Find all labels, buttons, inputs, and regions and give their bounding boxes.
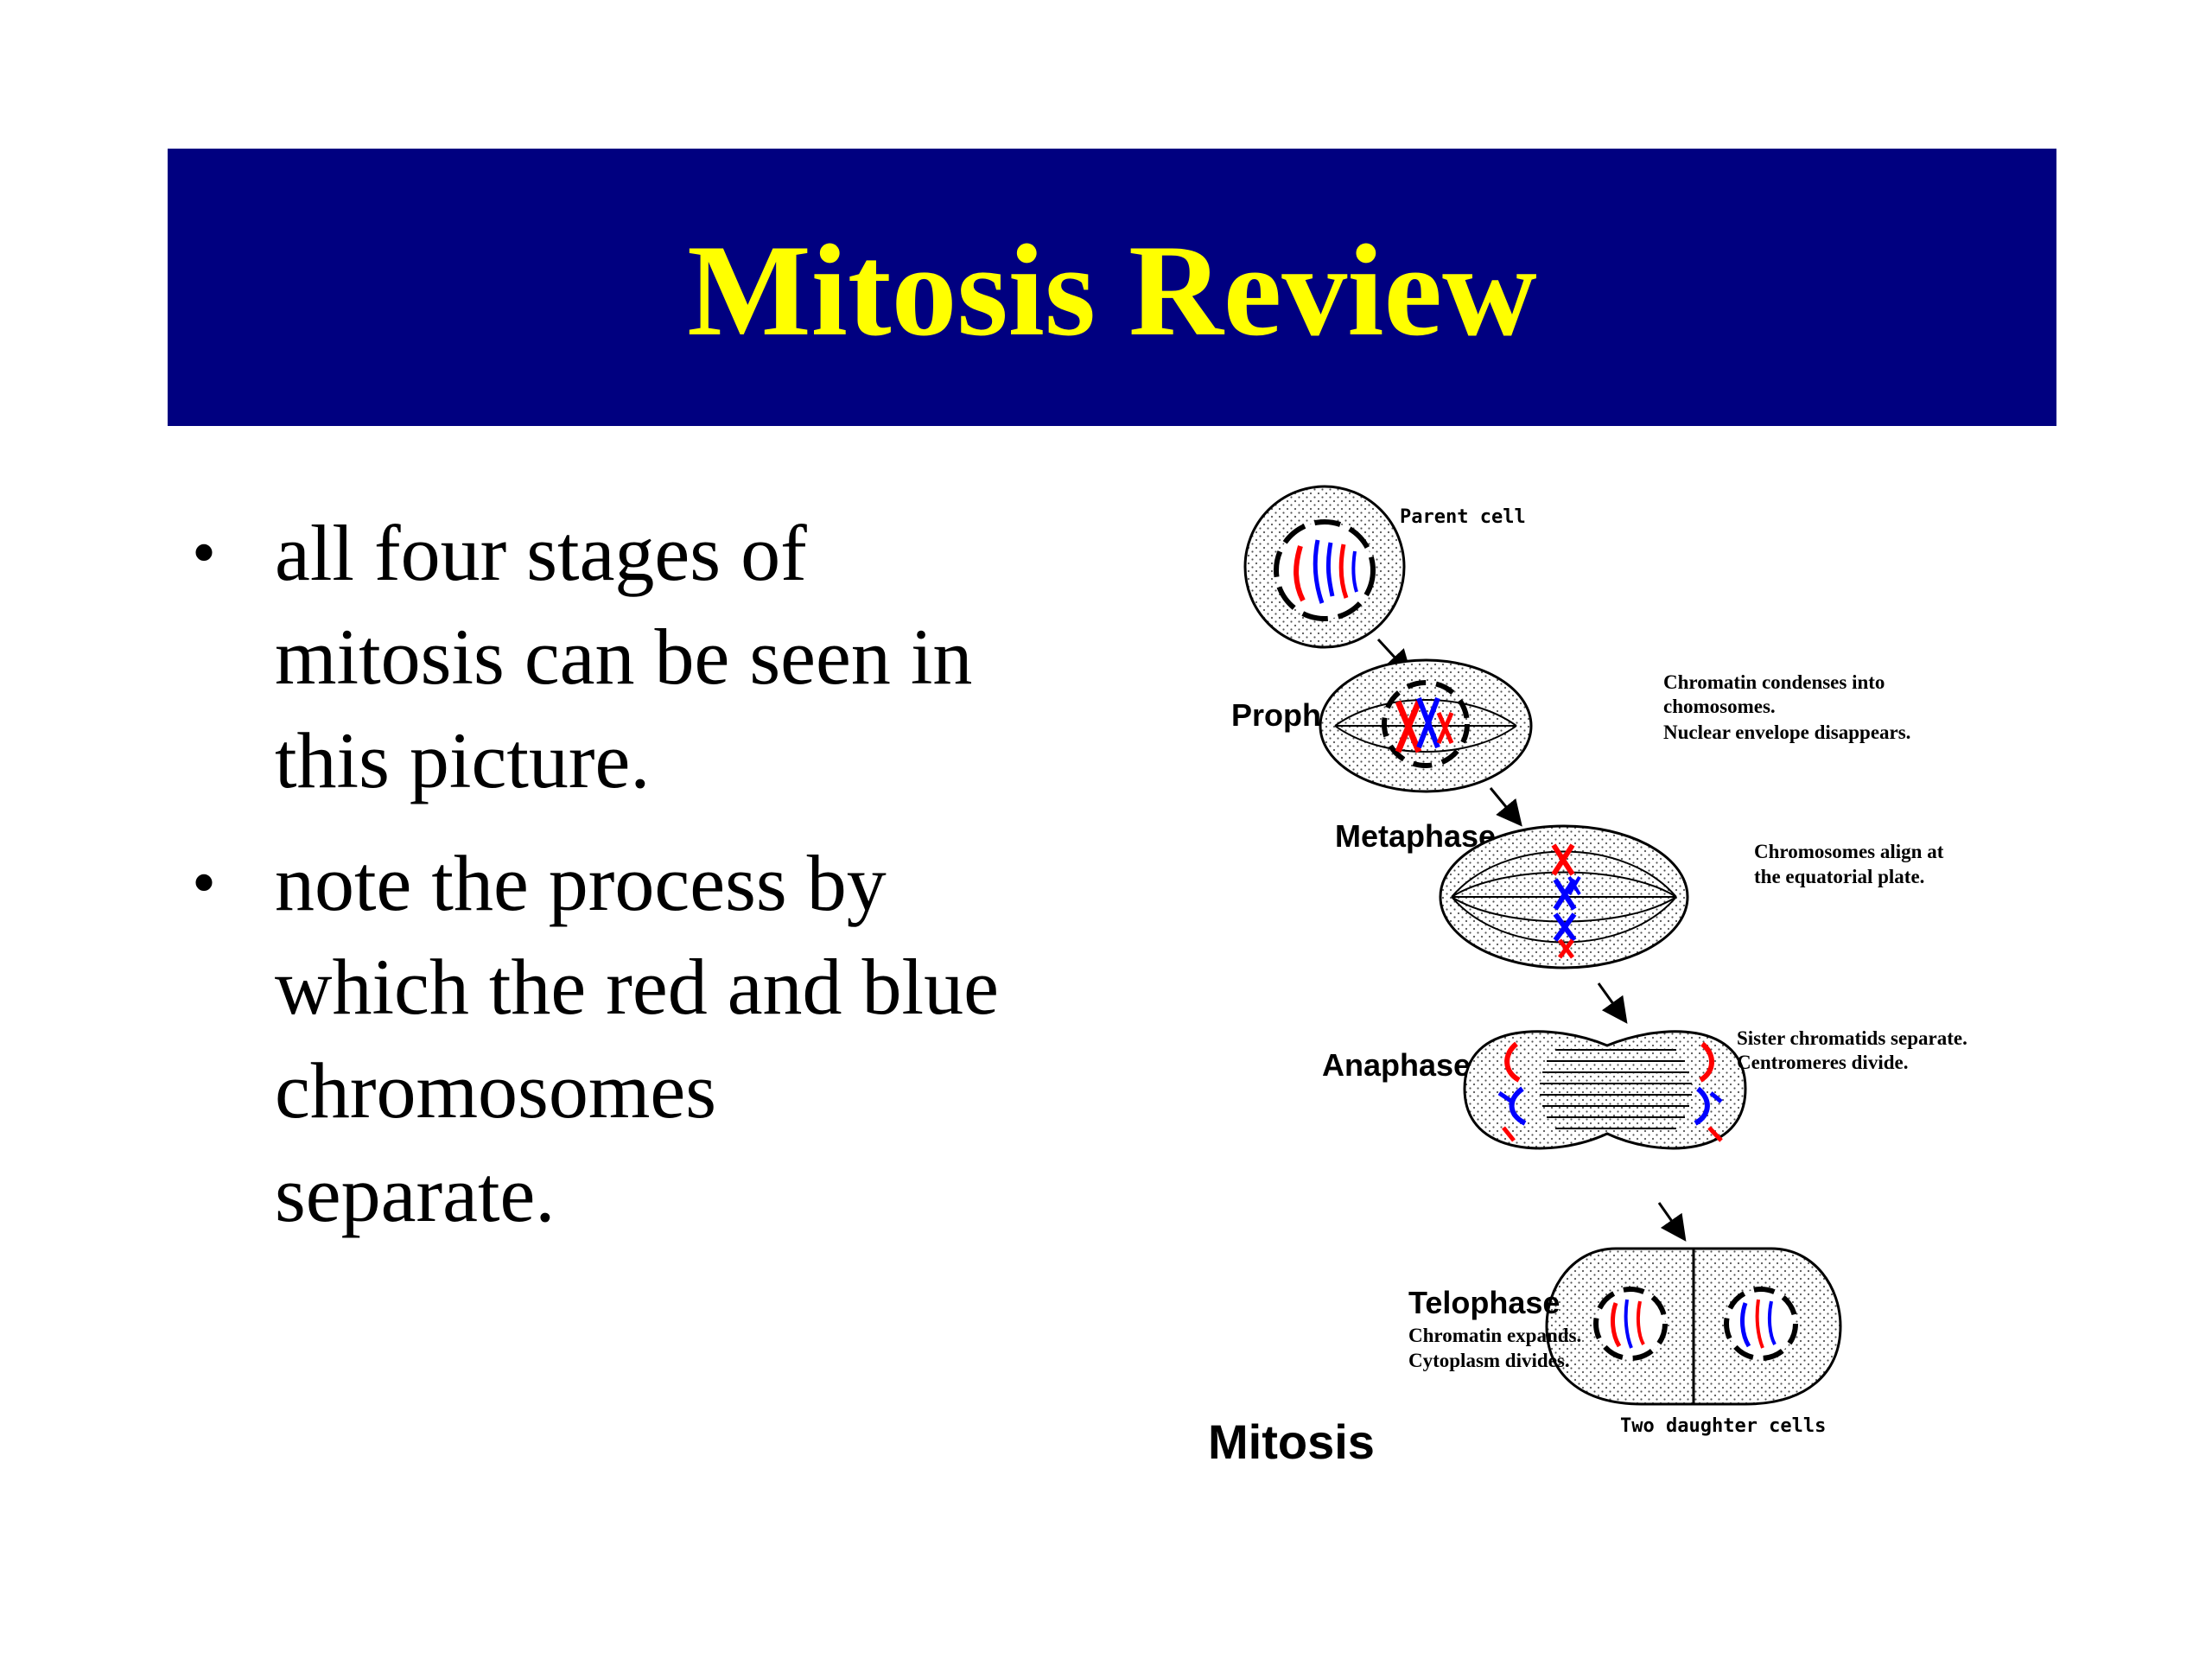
telophase-label: Telophase [1408,1285,1560,1320]
prophase-note: chomosomes. [1663,696,1776,717]
bullet-symbol: • [192,845,217,921]
telophase-note: Chromatin expands. [1408,1325,1581,1346]
bullet-item: • note the process by which the red and … [181,831,1097,1246]
metaphase-note: the equatorial plate. [1754,866,1924,887]
bullet-line: this picture. [275,716,651,804]
bullet-line: all four stages of [275,509,807,597]
metaphase-cell [1439,824,1689,969]
bullet-line: which the red and blue [275,943,999,1031]
arrow-icon [1489,787,1522,827]
anaphase-note: Sister chromatids separate. [1737,1027,1967,1049]
anaphase-note: Centromeres divide. [1737,1052,1908,1073]
telophase-cells [1545,1247,1842,1406]
prophase-note: Nuclear envelope disappears. [1663,721,1910,743]
metaphase-note: Chromosomes align at [1754,841,1944,862]
anaphase-label: Anaphase [1322,1047,1471,1083]
daughter-cells-label: Two daughter cells [1620,1415,1826,1437]
mitosis-diagram: Parent cell Prophase Chromatin condenses… [1208,485,1967,1469]
prophase-note: Chromatin condenses into [1663,671,1885,693]
bullet-line: separate. [275,1150,556,1238]
bullet-line: chromosomes [275,1046,717,1135]
bullet-line: note the process by [275,839,887,927]
parent-cell-label: Parent cell [1400,506,1526,528]
bullet-symbol: • [192,515,217,591]
parent-cell [1243,485,1406,649]
bullet-line: mitosis can be seen in [275,613,973,701]
title-banner: Mitosis Review [168,149,2056,426]
diagram-caption: Mitosis [1208,1414,1375,1469]
arrow-icon [1597,982,1628,1024]
telophase-note: Cytoplasm divides. [1408,1350,1570,1371]
prophase-cell [1319,658,1533,793]
anaphase-cell [1463,1030,1747,1150]
slide-title: Mitosis Review [687,217,1537,363]
bullet-list: • all four stages of mitosis can be seen… [181,501,1097,1265]
metaphase-label: Metaphase [1335,818,1496,854]
bullet-item: • all four stages of mitosis can be seen… [181,501,1097,812]
arrow-icon [1657,1202,1687,1242]
